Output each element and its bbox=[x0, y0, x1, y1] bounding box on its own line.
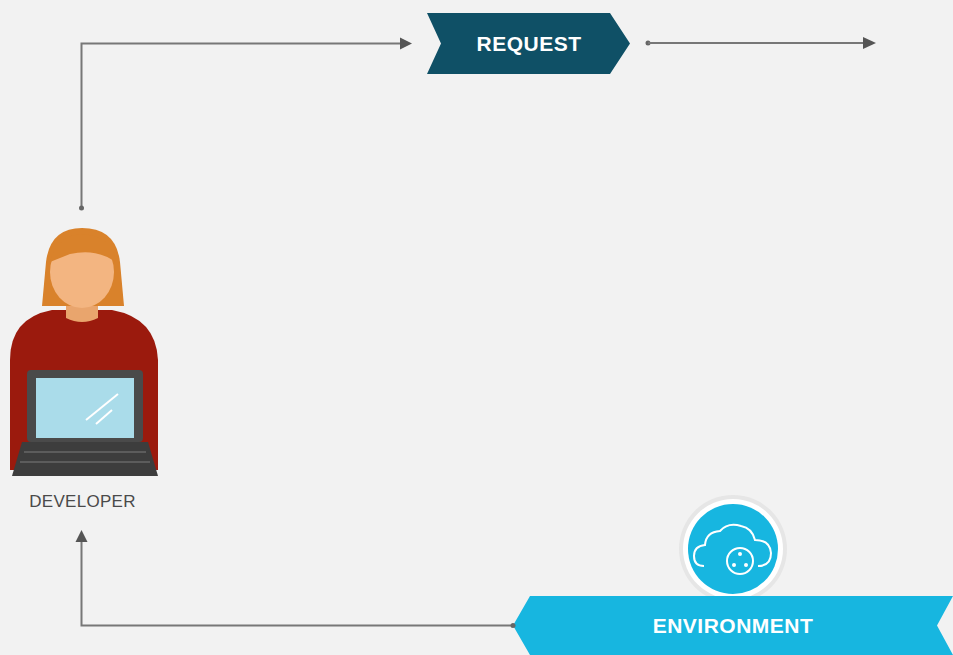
icon-disc bbox=[688, 504, 778, 594]
cloud-node bbox=[727, 548, 753, 574]
banner-label: REQUEST bbox=[427, 13, 631, 74]
arrow-head bbox=[863, 37, 876, 49]
arrow-head bbox=[400, 38, 412, 50]
banner-label: ENVIRONMENT bbox=[513, 596, 953, 655]
cloud-icon bbox=[679, 495, 787, 603]
screen-glare bbox=[96, 410, 112, 424]
keyboard-row bbox=[24, 451, 146, 453]
connector bbox=[76, 530, 516, 628]
laptop-base bbox=[12, 442, 158, 476]
connector-line bbox=[82, 44, 403, 209]
developer-figure bbox=[10, 228, 158, 476]
banner-fill bbox=[427, 13, 630, 74]
laptop-screen bbox=[36, 378, 134, 438]
arrow-head bbox=[76, 530, 88, 542]
banner-node: REQUEST bbox=[427, 13, 631, 74]
icon-ring bbox=[679, 495, 787, 603]
screen-glare bbox=[86, 394, 118, 420]
laptop-screen-frame bbox=[27, 370, 143, 442]
icon-ring bbox=[683, 499, 783, 599]
connector-line bbox=[82, 540, 514, 626]
connector bbox=[79, 38, 412, 211]
request-exit-line bbox=[646, 37, 877, 49]
fringe bbox=[50, 234, 116, 262]
line-dot bbox=[79, 206, 84, 211]
leader-line bbox=[648, 42, 864, 44]
role-label: DEVELOPER bbox=[0, 492, 165, 512]
cloud-dot bbox=[738, 552, 742, 556]
banner-node: ENVIRONMENT bbox=[513, 596, 953, 655]
line-dot bbox=[511, 623, 516, 628]
banner-fill bbox=[513, 596, 953, 655]
person-node: DEVELOPER bbox=[0, 208, 165, 514]
cloud-dot bbox=[744, 563, 748, 567]
cloud-dot bbox=[732, 563, 736, 567]
keyboard-row bbox=[20, 461, 150, 463]
